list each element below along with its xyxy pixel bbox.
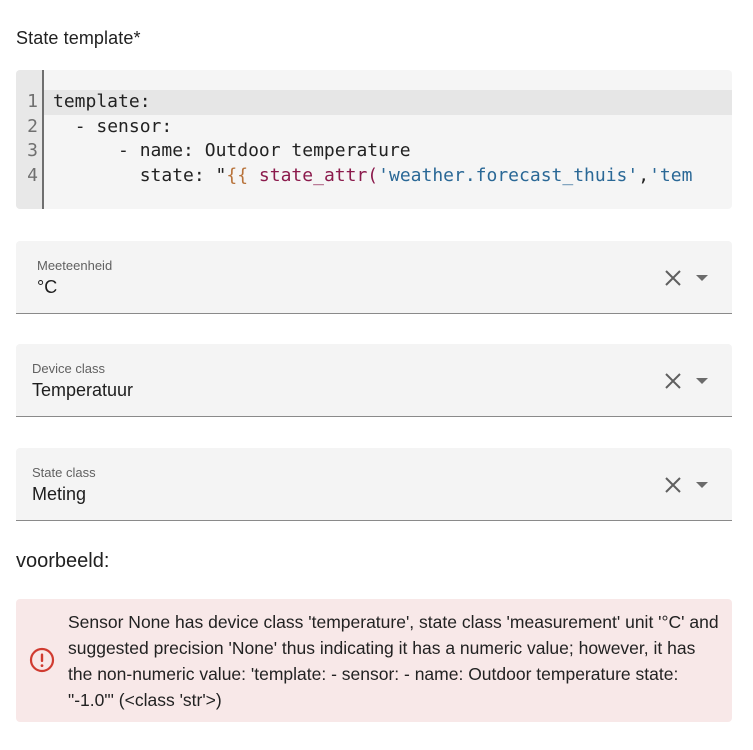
alert-circle-icon — [29, 647, 55, 673]
state-template-label: State template* — [16, 28, 141, 48]
code-key: state: " — [139, 164, 227, 186]
clear-icon[interactable] — [664, 476, 682, 494]
field-value: °C — [37, 277, 58, 297]
code-text: - sensor: — [74, 115, 173, 137]
clear-icon[interactable] — [664, 372, 682, 390]
chevron-down-icon[interactable] — [696, 482, 708, 488]
error-message: Sensor None has device class 'temperatur… — [68, 612, 719, 710]
preview-label: voorbeeld: — [16, 550, 110, 572]
field-value: Temperatuur — [32, 380, 134, 400]
string-literal: 'tem — [649, 164, 693, 186]
line-number: 4 — [27, 164, 38, 186]
field-label: State class — [32, 465, 96, 480]
indent — [53, 140, 118, 161]
string-literal: 'weather.forecast_thuis' — [378, 164, 639, 186]
code-text: - name: Outdoor temperature — [118, 140, 411, 161]
line-number-gutter: 1 2 3 4 — [16, 70, 44, 209]
code-text: template: — [53, 91, 151, 112]
code-line-2[interactable]: - sensor: — [44, 115, 732, 140]
code-line-4[interactable]: state: "{{ state_attr('weather.forecast_… — [44, 164, 732, 189]
error-alert: Sensor None has device class 'temperatur… — [16, 599, 732, 722]
line-number: 2 — [27, 115, 38, 137]
chevron-down-icon[interactable] — [696, 275, 708, 281]
function-call: state_attr( — [258, 164, 379, 186]
line-number: 3 — [27, 140, 38, 161]
field-label: Meeteenheid — [37, 258, 113, 273]
state-template-editor[interactable]: 1 2 3 4 template: - sensor: - name: Outd… — [16, 70, 732, 209]
code-line-3[interactable]: - name: Outdoor temperature — [44, 139, 732, 164]
chevron-down-icon[interactable] — [696, 378, 708, 384]
clear-icon[interactable] — [664, 269, 682, 287]
code-line-1[interactable]: template: — [44, 90, 732, 115]
field-value: Meting — [32, 484, 87, 504]
separator: , — [638, 164, 650, 186]
indent — [53, 165, 140, 186]
unit-of-measurement-select[interactable]: Meeteenheid °C — [16, 241, 732, 314]
indent — [53, 116, 75, 137]
template-brace: {{ — [226, 164, 259, 186]
device-class-select[interactable]: Device class Temperatuur — [16, 344, 732, 417]
line-number: 1 — [27, 91, 38, 112]
state-class-select[interactable]: State class Meting — [16, 448, 732, 521]
field-label: Device class — [32, 361, 105, 376]
